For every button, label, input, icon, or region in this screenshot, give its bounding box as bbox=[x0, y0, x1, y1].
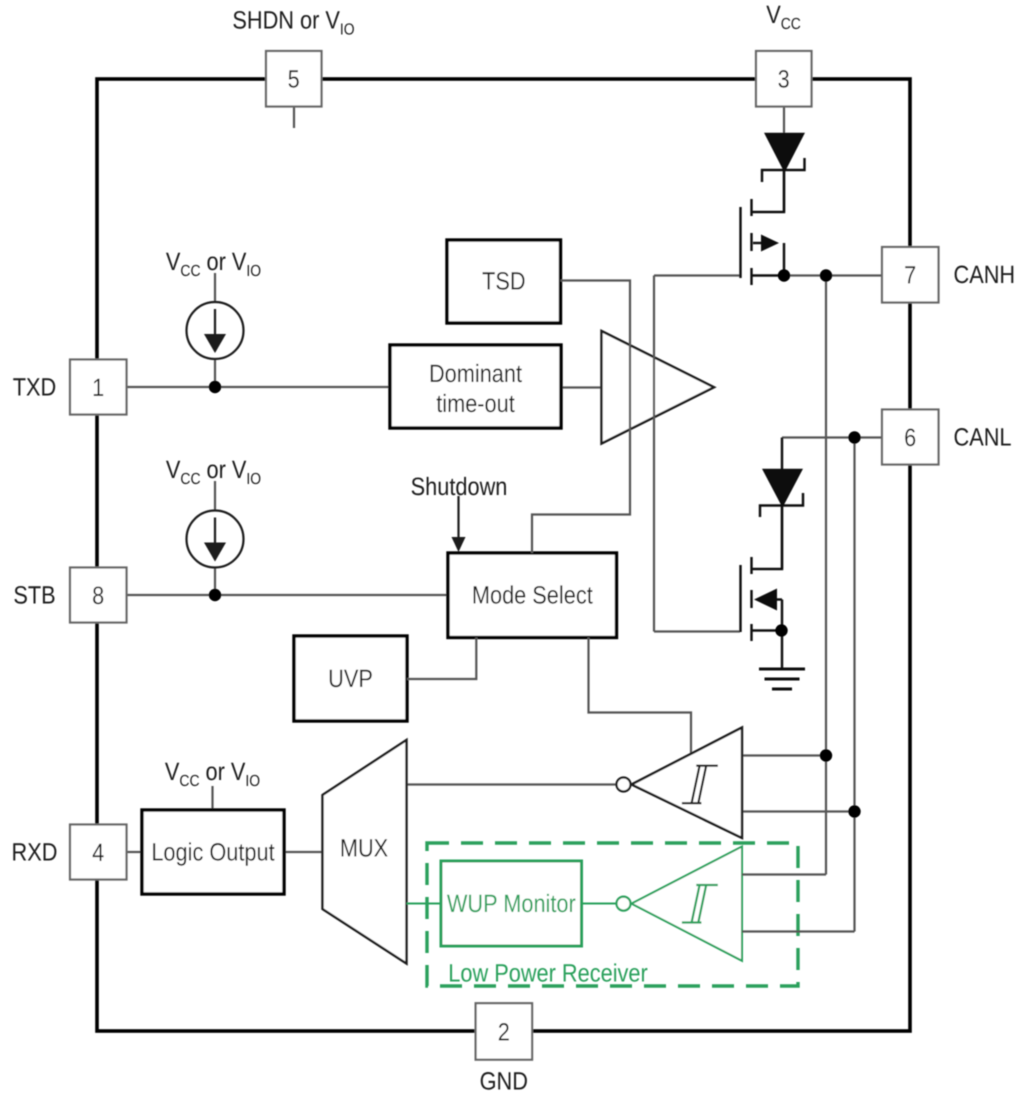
svg-text:Mode Select: Mode Select bbox=[472, 582, 593, 610]
svg-text:time-out: time-out bbox=[436, 390, 515, 418]
svg-text:8: 8 bbox=[92, 582, 104, 610]
svg-text:TXD: TXD bbox=[13, 374, 57, 402]
svg-text:5: 5 bbox=[288, 66, 300, 94]
svg-text:4: 4 bbox=[92, 839, 104, 867]
svg-text:STB: STB bbox=[13, 582, 55, 610]
svg-text:RXD: RXD bbox=[12, 839, 58, 867]
svg-text:2: 2 bbox=[498, 1019, 510, 1047]
svg-text:WUP Monitor: WUP Monitor bbox=[447, 890, 576, 918]
svg-text:CANH: CANH bbox=[954, 261, 1016, 289]
svg-text:CANL: CANL bbox=[954, 424, 1012, 452]
svg-text:1: 1 bbox=[92, 374, 104, 402]
svg-text:3: 3 bbox=[778, 66, 790, 94]
svg-text:SHDN or VIO: SHDN or VIO bbox=[232, 7, 354, 39]
svg-text:VCC or VIO: VCC or VIO bbox=[165, 758, 260, 790]
svg-text:Low Power Receiver: Low Power Receiver bbox=[448, 960, 647, 988]
svg-text:Shutdown: Shutdown bbox=[411, 473, 508, 501]
svg-text:UVP: UVP bbox=[328, 665, 373, 693]
svg-text:6: 6 bbox=[904, 424, 916, 452]
svg-text:MUX: MUX bbox=[340, 835, 389, 863]
svg-text:GND: GND bbox=[480, 1068, 528, 1096]
svg-text:VCC or VIO: VCC or VIO bbox=[166, 456, 261, 488]
svg-text:VCC or VIO: VCC or VIO bbox=[166, 248, 261, 280]
svg-text:Logic Output: Logic Output bbox=[151, 839, 274, 867]
svg-text:Dominant: Dominant bbox=[429, 360, 522, 388]
svg-text:TSD: TSD bbox=[482, 268, 526, 296]
svg-text:7: 7 bbox=[904, 262, 916, 290]
